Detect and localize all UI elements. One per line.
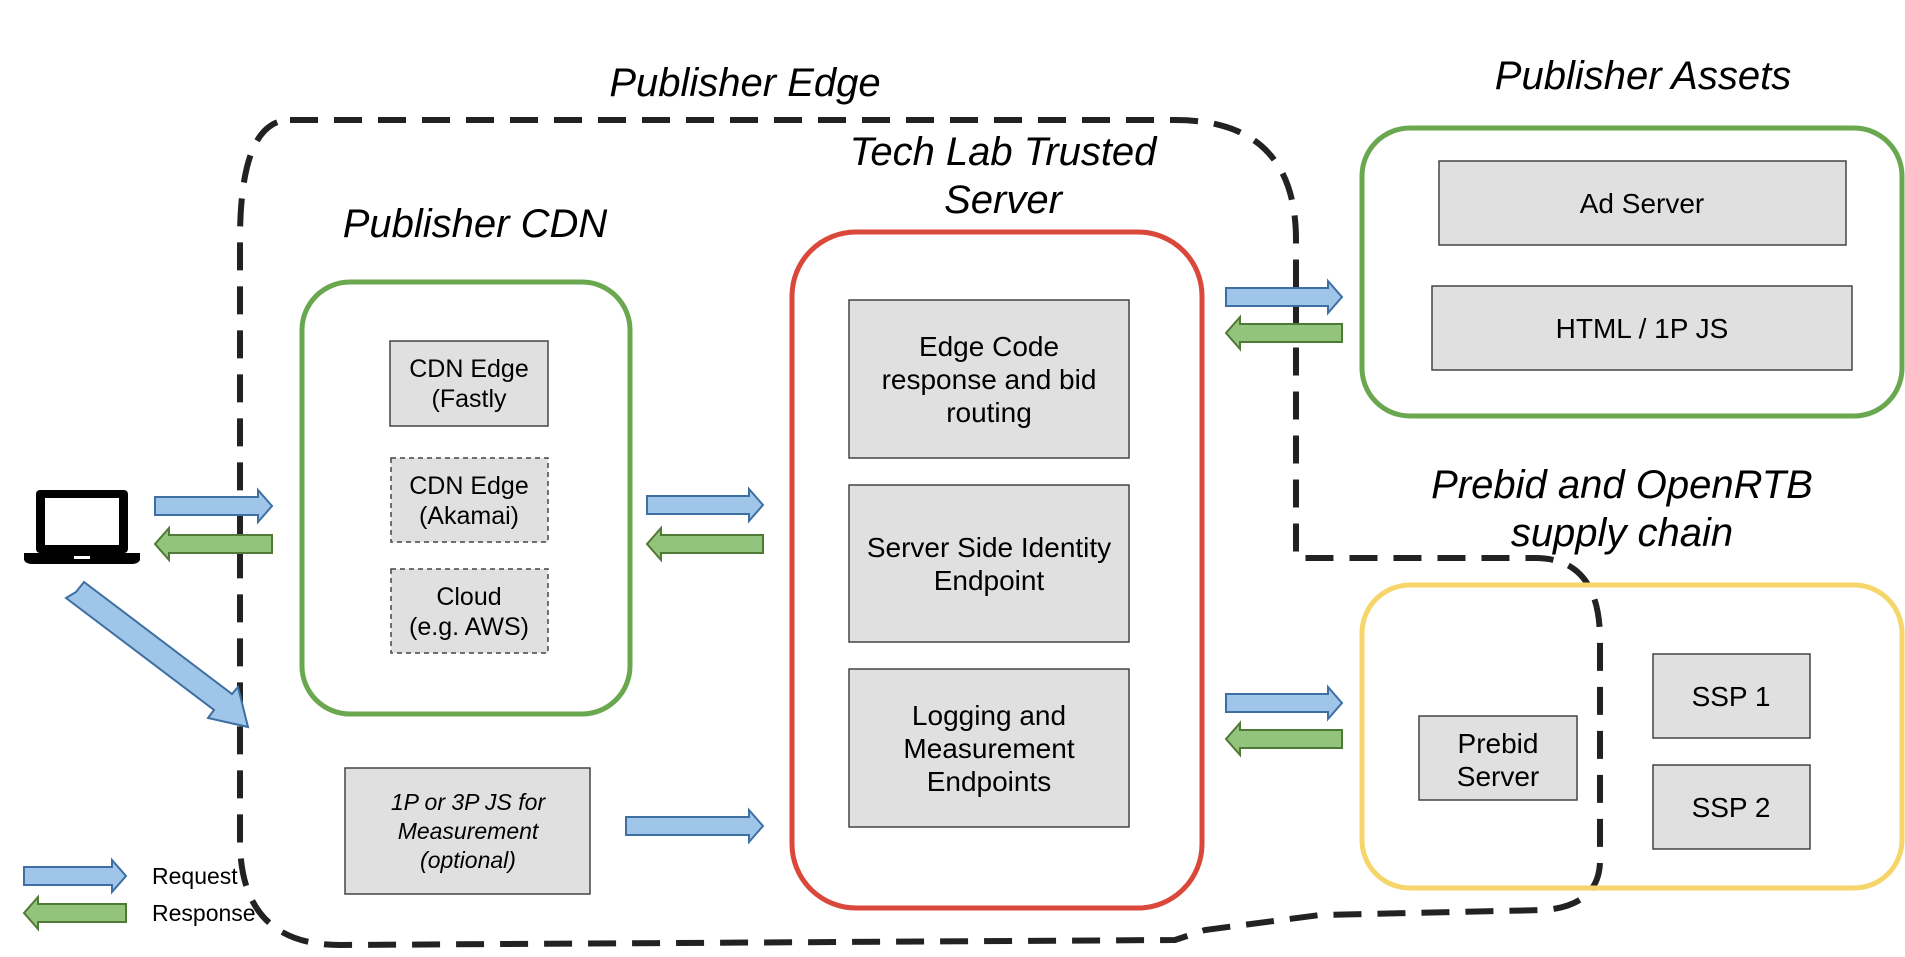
ad-server-box xyxy=(1438,160,1847,246)
publisher-cdn-container xyxy=(299,279,633,717)
logging-endpoints-line3: Endpoints xyxy=(927,766,1052,797)
legend-request-label: Request xyxy=(152,863,238,889)
ssp1-box xyxy=(1652,653,1811,739)
request-arrow-cdn-to-trusted xyxy=(646,486,765,524)
prebid-server-box xyxy=(1418,715,1578,801)
edge-code-line2: response and bid xyxy=(882,364,1097,395)
legend: Request Response xyxy=(22,857,256,932)
cdn-edge-fastly-line1: CDN Edge xyxy=(409,355,529,383)
measurement-js-line3: (optional) xyxy=(420,847,516,873)
logging-endpoints-box xyxy=(848,668,1130,828)
publisher-assets-title: Publisher Assets xyxy=(1495,54,1791,98)
measurement-js-line2: Measurement xyxy=(398,818,540,844)
legend-request-arrow xyxy=(23,857,128,895)
laptop-icon xyxy=(24,490,140,564)
edge-code-line3: routing xyxy=(946,397,1032,428)
publisher-edge-title: Publisher Edge xyxy=(609,61,880,105)
prebid-title-line2: supply chain xyxy=(1511,511,1733,555)
cdn-edge-akamai-line2: (Akamai) xyxy=(419,502,519,530)
trusted-server-title-line2: Server xyxy=(944,178,1063,222)
request-arrow-trusted-to-supply xyxy=(1225,684,1344,722)
trusted-server-title-line1: Tech Lab Trusted xyxy=(850,130,1159,174)
edge-code-line1: Edge Code xyxy=(919,331,1059,362)
ad-server-label: Ad Server xyxy=(1580,188,1705,219)
identity-endpoint-line2: Endpoint xyxy=(934,565,1045,596)
legend-response-label: Response xyxy=(152,900,256,926)
logging-endpoints-line2: Measurement xyxy=(903,733,1074,764)
request-arrow-measurement-to-trusted xyxy=(625,807,765,845)
prebid-server-line2: Server xyxy=(1457,761,1539,792)
ssp2-box xyxy=(1652,764,1811,850)
html-js-label: HTML / 1P JS xyxy=(1556,313,1729,344)
response-arrow-assets-to-trusted xyxy=(1224,314,1343,352)
trusted-server-container xyxy=(789,229,1205,911)
response-arrow-supply-to-trusted xyxy=(1224,720,1343,758)
cdn-edge-akamai-box xyxy=(390,457,549,543)
cloud-aws-line1: Cloud xyxy=(436,583,501,611)
publisher-cdn-title: Publisher CDN xyxy=(343,202,608,246)
response-arrow-cdn-to-laptop xyxy=(153,525,273,563)
identity-endpoint-line1: Server Side Identity xyxy=(867,532,1111,563)
edge-code-box xyxy=(848,299,1130,459)
publisher-edge-boundary xyxy=(237,117,1603,949)
cdn-edge-akamai-line1: CDN Edge xyxy=(409,472,529,500)
response-arrow-trusted-to-cdn xyxy=(645,525,764,563)
prebid-server-line1: Prebid xyxy=(1458,728,1539,759)
ssp2-label: SSP 2 xyxy=(1692,792,1771,823)
ssp1-label: SSP 1 xyxy=(1692,681,1771,712)
cdn-edge-fastly-box xyxy=(389,340,549,427)
logging-endpoints-line1: Logging and xyxy=(912,700,1066,731)
measurement-js-line1: 1P or 3P JS for xyxy=(391,789,547,815)
measurement-js-box xyxy=(344,767,591,895)
cdn-edge-fastly-line2: (Fastly xyxy=(432,385,508,413)
html-js-box xyxy=(1431,285,1853,371)
prebid-title-line1: Prebid and OpenRTB xyxy=(1431,463,1813,507)
legend-response-arrow xyxy=(22,894,127,932)
request-arrow-laptop-to-cdn xyxy=(154,487,274,525)
request-arrow-laptop-to-measurement xyxy=(64,580,250,729)
supply-chain-container xyxy=(1359,582,1905,891)
cloud-aws-line2: (e.g. AWS) xyxy=(409,613,529,641)
cloud-aws-box xyxy=(390,568,549,654)
publisher-assets-container xyxy=(1359,125,1905,419)
identity-endpoint-box xyxy=(848,484,1130,643)
request-arrow-trusted-to-assets xyxy=(1225,278,1344,316)
